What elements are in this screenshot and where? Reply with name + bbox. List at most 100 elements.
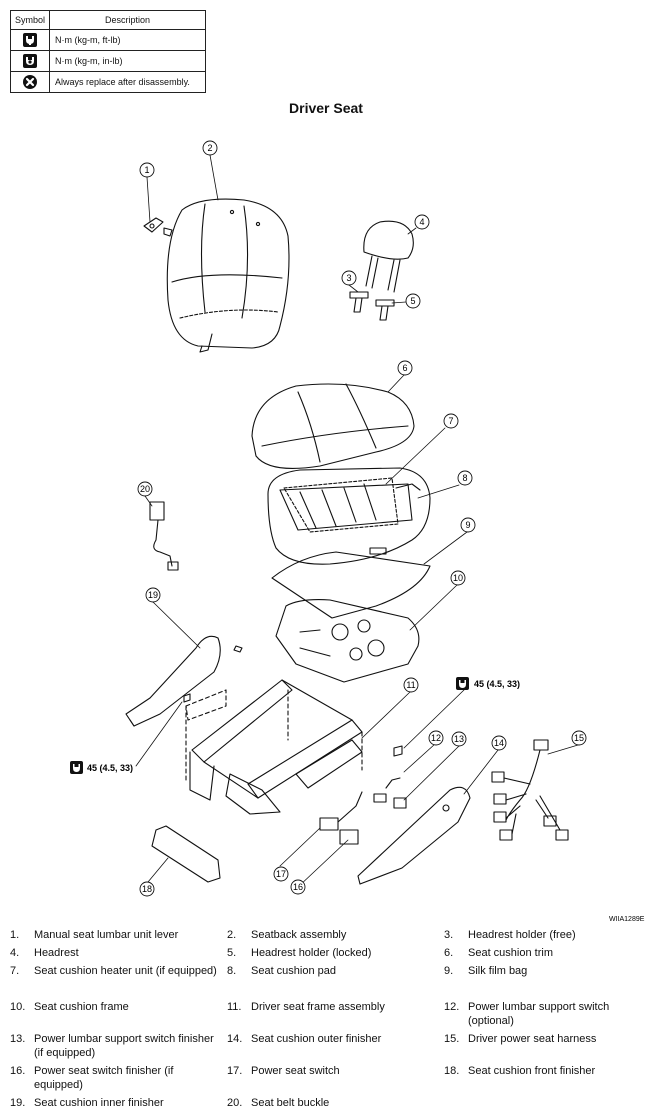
callout-circle [414,214,430,230]
callout-number: 15 [574,733,584,743]
part-name: Manual seat lumbar unit lever [34,929,179,941]
parts-list-item: 4. Headrest [10,946,219,960]
bolt-part [393,745,403,757]
callout-circle [405,293,421,309]
callout-14: 14 [491,735,507,751]
parts-list-item: 16.Power seat switch finisher (if equipp… [10,1064,219,1092]
part-name: Headrest holder (locked) [251,947,372,959]
part-name: Power lumbar support switch (optional) [468,1001,610,1027]
callout-7: 7 [443,413,459,429]
part-number: 11. [227,1001,242,1013]
callout-4: 4 [414,214,430,230]
callout-circle [491,735,507,751]
callout-circle [451,731,467,747]
callout-8: 8 [457,470,473,486]
callout-number: 11 [406,680,415,690]
callout-number: 12 [431,733,441,743]
callout-number: 1 [144,165,149,175]
callout-circle [571,730,587,746]
power-seat-switch-finisher-part [339,829,359,845]
part-number: 17. [227,1065,243,1077]
callout-number: 4 [419,217,424,227]
part-name: Seat cushion outer finisher [251,1033,382,1045]
callout-number: 7 [448,416,453,426]
part-name: Seat cushion inner finisher [34,1097,164,1109]
parts-list-item: 15.Driver power seat harness [444,1032,652,1046]
bolt-part [233,645,243,653]
parts-list-item: 11. Driver seat frame assembly [227,1000,436,1014]
parts-list-item: 18.Seat cushion front finisher [444,1064,652,1078]
seat-frame-assembly-part [185,679,363,815]
part-name: Seat cushion pad [251,965,337,977]
callout-circle [403,677,419,693]
callout-number: 20 [140,484,150,494]
legend-row: Always replace after disassembly. [9,71,206,93]
front-finisher-part [151,825,221,883]
part-number: 12. [444,1001,460,1013]
figure-code: WIIA1289E [609,916,645,923]
part-number: 4. [10,947,20,959]
callout-number: 16 [293,882,303,892]
part-name: Seat belt buckle [251,1097,330,1109]
parts-list-item: 19.Seat cushion inner finisher [10,1096,219,1110]
part-number: 6. [444,947,454,959]
callout-circle [341,270,357,286]
callout-circle [273,866,289,882]
heater-unit-part [283,477,421,533]
part-name: Power seat switch finisher (if equipped) [34,1065,174,1091]
lumbar-switch-finisher-part [393,797,407,809]
callout-2: 2 [202,140,218,156]
parts-list-item: 8.Seat cushion pad [227,964,436,978]
parts-list-item: 7.Seat cushion heater unit (if equipped) [10,964,219,978]
callout-12: 12 [428,730,444,746]
parts-list-item: 12. Power lumbar support switch (optional… [444,1000,652,1028]
callout-10: 10 [450,570,466,586]
callout-circle [428,730,444,746]
part-name: Headrest [34,947,79,959]
leader-lines [135,154,579,888]
part-name: Driver seat frame assembly [251,1001,385,1013]
lumbar-lever-part [143,217,173,237]
power-seat-switch-part [319,791,363,831]
part-number: 7. [10,965,20,977]
part-number: 20. [227,1097,243,1109]
callout-number: 3 [346,273,351,283]
legend-row: N·m (kg-m, ft-lb) [9,29,206,51]
callout-number: 2 [207,143,212,153]
callout-1: 1 [139,162,155,178]
callout-circle [202,140,218,156]
callout-5: 5 [405,293,421,309]
torque-value-left: 45 (4.5, 33) [87,763,133,773]
replace-after-disassembly-icon [23,75,37,89]
callout-9: 9 [460,517,476,533]
cushion-trim-part [251,383,415,469]
callout-18: 18 [139,881,155,897]
callout-number: 5 [410,296,415,306]
seat-belt-buckle-part [149,501,179,571]
callout-13: 13 [451,731,467,747]
part-number: 10. [10,1001,26,1013]
parts-list-item: 10.Seat cushion frame [10,1000,219,1014]
lumbar-switch-part [373,777,401,803]
torque-wrench-small-icon [23,54,37,68]
headrest-holder-locked-part [375,299,395,321]
part-name: Headrest holder (free) [468,929,576,941]
part-number: 1. [10,929,20,941]
diagram-title: Driver Seat [289,100,363,116]
parts-list-item: 1. Manual seat lumbar unit lever [10,928,219,942]
power-seat-harness-part [491,739,569,841]
callout-number: 17 [276,869,286,879]
callout-3: 3 [341,270,357,286]
callout-circle [443,413,459,429]
parts-list-item: 3.Headrest holder (free) [444,928,652,942]
parts-list-item: 9.Silk film bag [444,964,652,978]
part-number: 5. [227,947,237,959]
bolt-part [183,693,191,703]
part-name: Power seat switch [251,1065,340,1077]
callout-6: 6 [397,360,413,376]
part-number: 9. [444,965,454,977]
torque-label-left: 45 (4.5, 33) [70,761,133,774]
callout-number: 19 [148,590,158,600]
